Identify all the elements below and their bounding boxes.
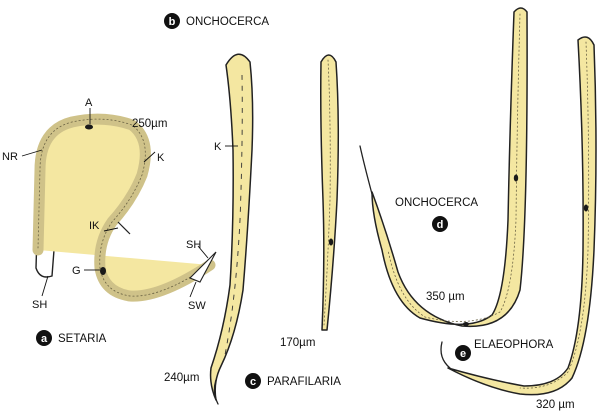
setaria-sheath-tail <box>189 251 217 283</box>
panel-c-badge <box>245 373 261 389</box>
label-SH-right: SH <box>186 239 201 251</box>
worm-parafilaria <box>320 54 340 331</box>
panel-a-caption: a SETARIA <box>36 330 107 346</box>
anal-pore-cell <box>85 124 93 130</box>
panel-b-letter: b <box>169 16 176 28</box>
scale-setaria: 250µm <box>132 118 167 130</box>
genital-cell <box>100 267 106 275</box>
parafilaria-body <box>320 54 340 331</box>
label-G: G <box>72 265 81 277</box>
panel-e-letter: e <box>460 348 466 360</box>
label-SW: SW <box>188 300 206 312</box>
panel-a-name: SETARIA <box>58 333 107 345</box>
label-NR: NR <box>2 151 18 163</box>
panel-d-name: ONCHOCERCA <box>395 197 478 209</box>
elaeophora-body <box>447 36 597 396</box>
onchocerca-d-body <box>371 7 528 328</box>
panel-b-name: ONCHOCERCA <box>186 16 269 28</box>
panel-b-badge <box>164 13 180 29</box>
panel-c-letter: c <box>250 376 256 388</box>
onchocerca-b-body <box>209 53 254 401</box>
panel-a-letter: a <box>41 333 48 345</box>
label-SH-bottom: SH <box>32 299 47 311</box>
scale-onchocerca-b: 240µm <box>164 372 199 384</box>
scale-parafilaria: 170µm <box>280 337 315 349</box>
panel-d-badge <box>432 216 448 232</box>
panel-d-letter: d <box>437 219 444 231</box>
panel-e-badge <box>455 345 471 361</box>
panel-a-badge <box>36 330 52 346</box>
worm-onchocerca-d <box>359 7 528 328</box>
panel-d-caption: ONCHOCERCA d <box>395 197 478 232</box>
worm-setaria <box>32 113 217 302</box>
panel-c-name: PARAFILARIA <box>267 376 341 388</box>
panel-e-caption: e ELAEOPHORA <box>455 339 554 361</box>
label-A: A <box>85 97 93 109</box>
panel-e-name: ELAEOPHORA <box>474 339 554 351</box>
scale-elaeophora: 320 µm <box>536 399 575 411</box>
label-IK: IK <box>89 220 100 232</box>
label-K-onchocerca: K <box>214 141 222 153</box>
panel-b-caption: b ONCHOCERCA <box>164 13 269 29</box>
worm-elaeophora <box>440 36 597 396</box>
scale-onchocerca-d: 350 µm <box>426 291 465 303</box>
label-K-setaria: K <box>157 152 165 164</box>
worm-onchocerca-b <box>209 53 254 405</box>
panel-c-caption: c PARAFILARIA <box>245 373 341 389</box>
